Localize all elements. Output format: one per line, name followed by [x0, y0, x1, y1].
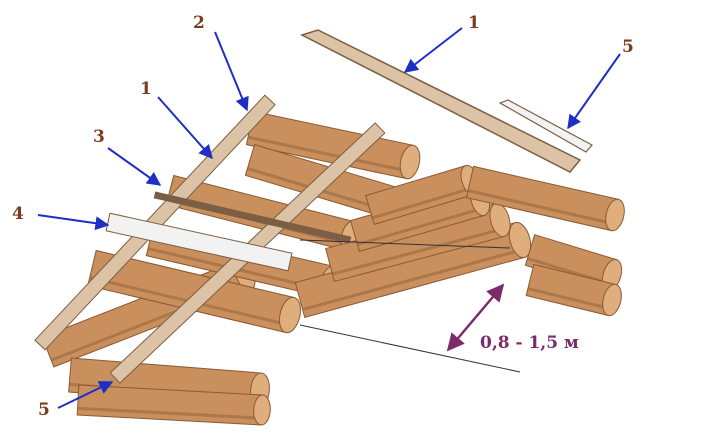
callout-arrow-c5b: [57, 381, 114, 409]
log: [245, 110, 421, 180]
log-end: [399, 144, 421, 180]
log-shading: [357, 207, 483, 246]
callout-arrow-c3: [107, 147, 162, 186]
batten: [153, 191, 352, 244]
log: [325, 202, 511, 283]
log-shading: [332, 227, 503, 276]
callout-label-c4: 4: [12, 204, 24, 224]
callout-arrow-c2: [214, 31, 249, 112]
callout-arrows: [37, 27, 621, 409]
detached-parts: [300, 29, 593, 173]
log-end: [253, 394, 271, 426]
log-courses: [41, 110, 625, 426]
log-shading: [371, 186, 473, 220]
callout-arrow-c1a: [403, 27, 463, 73]
log: [465, 165, 625, 232]
detached-batten: [498, 99, 593, 153]
log-end: [605, 198, 625, 232]
callout-labels: 1 1 2 3 4 5 5: [12, 13, 634, 420]
log-end: [279, 296, 301, 334]
callout-arrow-c4: [37, 214, 110, 231]
rafter: [34, 94, 276, 351]
log-shading: [302, 248, 523, 311]
dimension-guide-line: [299, 324, 521, 373]
log-shading: [467, 189, 614, 226]
callout-label-c1b: 1: [140, 79, 152, 99]
log-end: [508, 221, 532, 259]
log-end: [602, 283, 622, 317]
callout-arrow-c1b: [157, 96, 213, 160]
eave-overhang-dimension: 0,8 - 1,5 м: [299, 239, 579, 373]
log-shading: [527, 287, 611, 311]
log: [525, 263, 622, 317]
callout-label-c3: 3: [93, 127, 105, 147]
log: [76, 384, 271, 426]
callout-label-c5b: 5: [38, 400, 50, 420]
callout-label-c5a: 5: [622, 37, 634, 57]
dimension-label: 0,8 - 1,5 м: [480, 333, 579, 353]
dimension-arrow: [446, 283, 505, 352]
detached-rafter: [300, 29, 582, 173]
callout-label-c1a: 1: [468, 13, 480, 33]
callout-arrow-c5a: [567, 53, 621, 130]
callout-label-c2: 2: [193, 13, 205, 33]
rafters-and-battens: [34, 94, 386, 384]
log-shading: [247, 135, 409, 173]
log-shading: [77, 406, 262, 420]
dimension-guide-line: [299, 239, 511, 249]
